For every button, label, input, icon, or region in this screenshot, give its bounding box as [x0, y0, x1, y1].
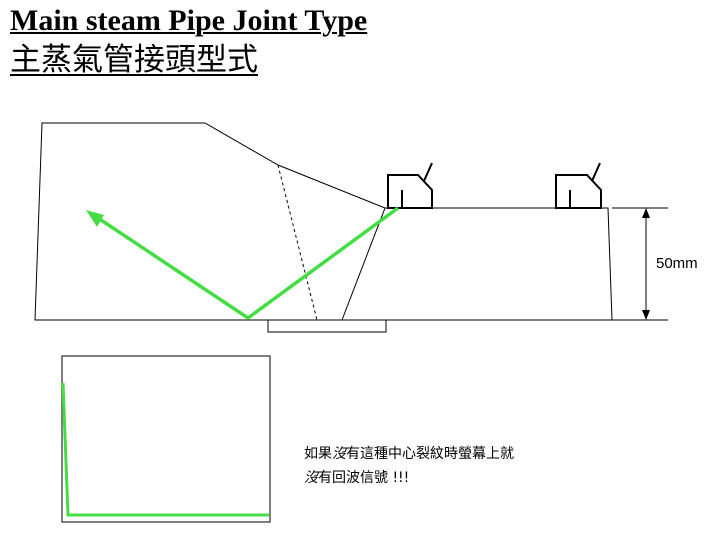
- weld-bevel-line: [341, 207, 386, 321]
- dimension-arrow-up-icon: [642, 208, 650, 218]
- a-scan-trace: [61, 382, 269, 517]
- note-line-2: 沒有回波信號 !!!: [304, 466, 634, 490]
- note-line-1-prefix: 如果: [304, 446, 332, 462]
- note-line-2-emphasis: 沒: [304, 470, 318, 486]
- ultrasonic-probe-idle-icon: [555, 162, 602, 209]
- a-scan-screen: [61, 355, 271, 523]
- dimension-arrow-down-icon: [642, 310, 650, 320]
- note-line-1-emphasis: 沒: [332, 446, 346, 462]
- beam-arrow-head-icon: [86, 210, 104, 227]
- title-english: Main steam Pipe Joint Type: [10, 4, 368, 37]
- pipe-body-outline: [34, 122, 613, 321]
- title-chinese: 主蒸氣管接頭型式: [10, 42, 258, 78]
- ultrasonic-beam-path: [94, 206, 400, 321]
- note-line-1: 如果沒有這種中心裂紋時螢幕上就: [304, 442, 634, 466]
- weld-centerline-dashed: [277, 164, 318, 321]
- backing-ring: [267, 319, 387, 333]
- ultrasonic-probe-icon: [387, 162, 433, 209]
- note-line-1-rest: 有這種中心裂紋時螢幕上就: [346, 446, 514, 462]
- note-line-2-rest: 有回波信號 !!!: [318, 470, 410, 486]
- screen-note: 如果沒有這種中心裂紋時螢幕上就 沒有回波信號 !!!: [304, 442, 634, 490]
- dimension-label: 50mm: [656, 255, 698, 272]
